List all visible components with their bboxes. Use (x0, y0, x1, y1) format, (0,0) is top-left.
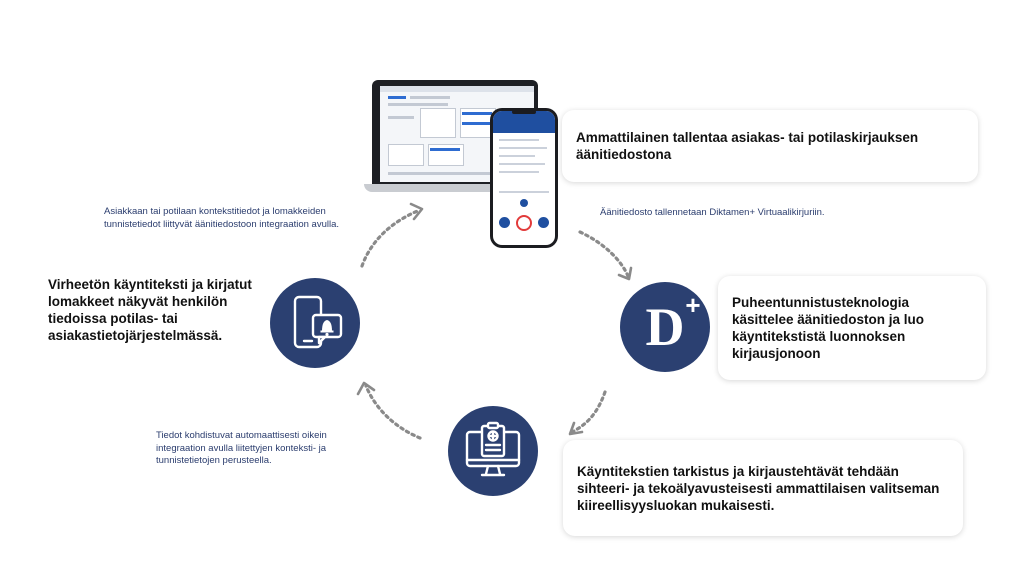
arrow-speech-to-review (570, 390, 607, 434)
phone-notification-icon (270, 278, 360, 368)
arrowhead-4 (356, 381, 376, 396)
note-save: Äänitiedosto tallennetaan Diktamen+ Virt… (600, 207, 825, 218)
add-icon (538, 217, 549, 228)
step-review-text: Käyntitekstien tarkistus ja kirjaustehtä… (577, 463, 940, 513)
arrowhead-1 (409, 202, 424, 221)
step-record-card: Ammattilainen tallentaa asiakas- tai pot… (562, 110, 978, 182)
play-icon (520, 199, 528, 207)
diktamen-logo-icon: D+ (620, 282, 710, 372)
arrow-record-to-speech (578, 230, 630, 278)
arrowhead-3 (568, 421, 584, 436)
smartphone-icon (490, 108, 558, 248)
step-record-text: Ammattilainen tallentaa asiakas- tai pot… (576, 130, 919, 162)
rewind-icon (499, 217, 510, 228)
step-speech-card: Puheentunnistusteknologia käsittelee ään… (718, 276, 986, 380)
laptop-base (364, 184, 546, 192)
logo-plus: + (685, 290, 701, 320)
arrow-context-to-record (360, 208, 422, 268)
record-icon (516, 215, 532, 231)
arrowhead-2 (617, 266, 633, 281)
logo-letter: D (645, 297, 685, 357)
note-context: Asiakkaan tai potilaan kontekstitiedot j… (104, 206, 340, 230)
step-result-text: Virheetön käyntiteksti ja kirjatut lomak… (48, 277, 252, 343)
monitor-medical-report-icon (448, 406, 538, 496)
step-speech-text: Puheentunnistusteknologia käsittelee ään… (732, 295, 925, 361)
arrow-review-to-result (364, 384, 422, 440)
phone-screen (493, 111, 555, 245)
step-review-card: Käyntitekstien tarkistus ja kirjaustehtä… (563, 440, 963, 536)
note-target: Tiedot kohdistuvat automaattisesti oikei… (156, 430, 327, 466)
